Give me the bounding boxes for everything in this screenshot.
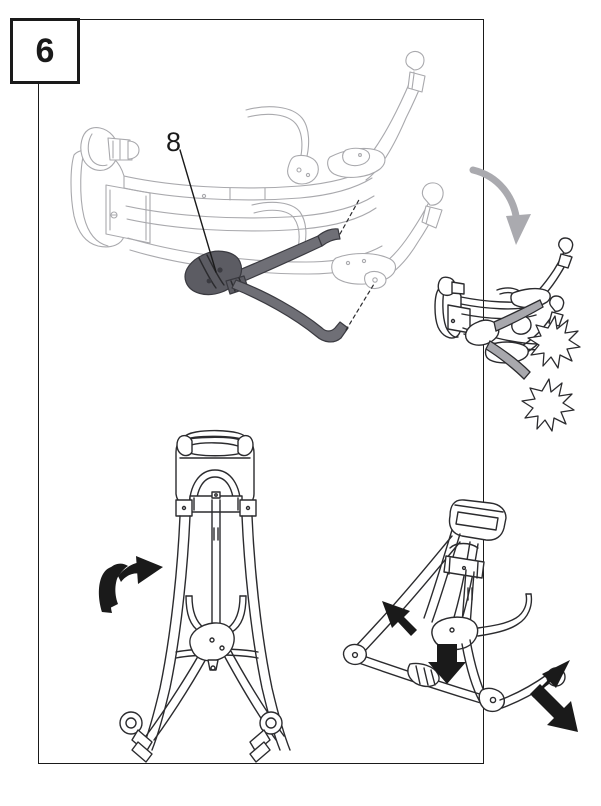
front-left-wheel xyxy=(119,711,153,763)
snap-burst-1 xyxy=(527,315,581,369)
side-view-folding-illustration xyxy=(342,499,566,713)
right-upper-leg xyxy=(327,50,426,181)
snap-detail-inset-illustration xyxy=(434,237,581,432)
arrow-push-down xyxy=(428,644,466,684)
curved-rotation-arrow xyxy=(98,556,163,613)
frame-rule-right xyxy=(483,19,484,764)
front-right-wheel xyxy=(249,711,283,763)
arrow-pull-left xyxy=(382,601,417,636)
arrow-pull-right xyxy=(530,660,578,732)
curved-arrow-to-inset xyxy=(469,166,531,245)
step-number-box: 6 xyxy=(10,18,80,84)
alignment-guide-lower xyxy=(345,283,375,331)
lower-handle-bar xyxy=(251,201,307,249)
frame-rule-left xyxy=(38,78,39,764)
mid-handle-bar xyxy=(245,106,319,185)
left-hub-housing xyxy=(70,127,151,248)
frame-rule-bottom xyxy=(38,763,484,764)
frame-rule-top xyxy=(38,19,484,20)
callout-leader-line-8 xyxy=(179,149,217,273)
step-number-label: 6 xyxy=(35,32,55,70)
part-8-support-brace xyxy=(184,228,349,343)
right-lower-leg xyxy=(331,182,444,290)
front-view-folding-illustration xyxy=(119,429,291,763)
callout-label-8: 8 xyxy=(166,127,182,157)
alignment-guide-upper xyxy=(339,197,361,235)
snap-burst-2 xyxy=(521,378,575,432)
main-frame-assembly-illustration xyxy=(70,50,444,290)
upper-frame-rails xyxy=(123,167,385,275)
